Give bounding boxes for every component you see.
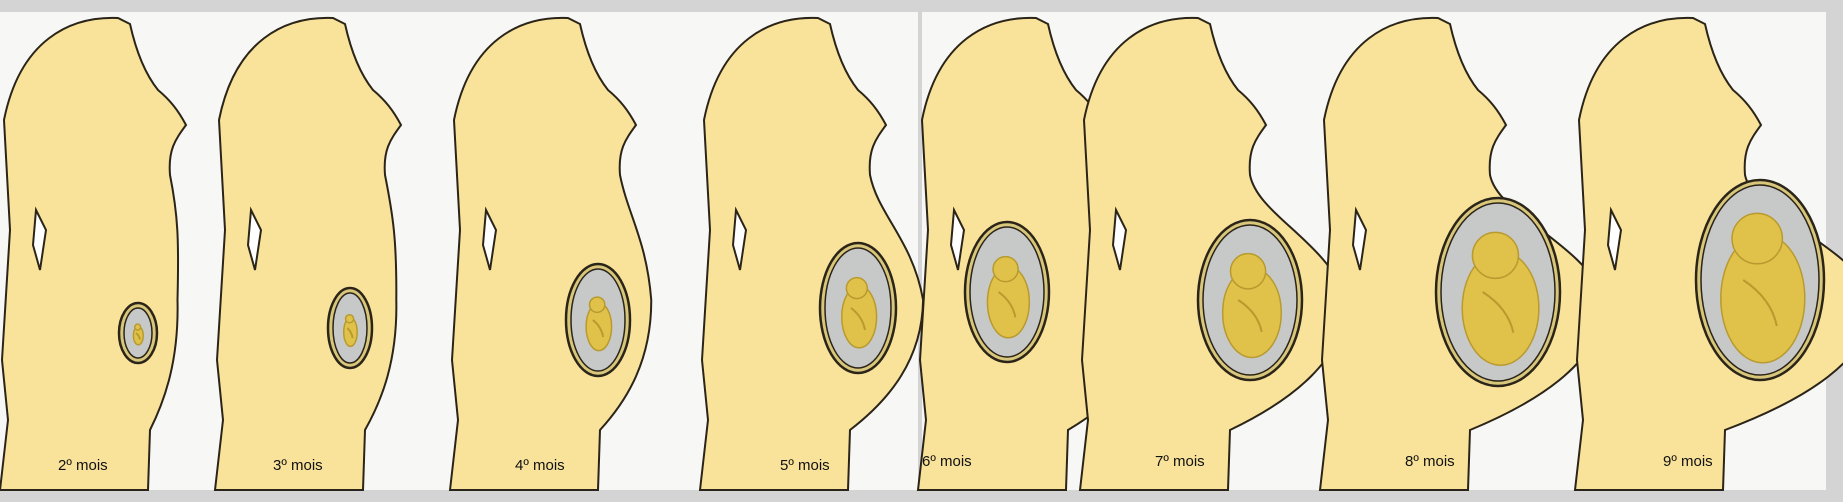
stage-8 <box>1318 16 1608 491</box>
arm-gap <box>1351 206 1368 271</box>
fetus-limb <box>1742 279 1778 327</box>
stage-5 <box>698 16 925 491</box>
month-label-7: 7º mois <box>1155 453 1205 470</box>
fetus-head <box>1229 252 1267 290</box>
fetus-head <box>1731 212 1784 265</box>
month-label-6: 6º mois <box>922 453 972 470</box>
arm-gap <box>731 206 748 271</box>
fetus-head <box>1471 231 1520 280</box>
stages-group <box>0 16 1843 491</box>
arm-gap <box>246 206 263 271</box>
fetus-limb <box>346 327 354 339</box>
fetus-limb <box>135 332 141 340</box>
stage-4 <box>448 16 653 491</box>
arm-gap <box>481 206 498 271</box>
fetus-limb <box>998 291 1017 318</box>
fetus-head <box>992 255 1019 283</box>
arm-gap <box>949 206 966 271</box>
fetus-head <box>588 296 606 314</box>
month-labels: 2º mois 3º mois 4º mois 5º mois 6º mois … <box>58 453 1713 474</box>
body-silhouette <box>0 16 188 491</box>
month-label-2: 2º mois <box>58 457 108 474</box>
month-label-3: 3º mois <box>273 457 323 474</box>
fetus-head <box>344 314 355 324</box>
month-label-8: 8º mois <box>1405 453 1455 470</box>
fetus-limb <box>850 307 866 331</box>
month-label-9: 9º mois <box>1663 453 1713 470</box>
arm-gap <box>31 206 48 271</box>
arm-gap <box>1111 206 1128 271</box>
month-label-4: 4º mois <box>515 457 565 474</box>
fetus-limb <box>1482 291 1515 333</box>
arm-gap <box>1606 206 1623 271</box>
stage-3 <box>213 16 403 491</box>
fetus-limb <box>1237 299 1263 333</box>
stage-2 <box>0 16 188 491</box>
stage-7 <box>1078 16 1349 491</box>
fetus-limb <box>592 319 605 338</box>
body-silhouette <box>213 16 403 491</box>
stage-9 <box>1573 16 1843 491</box>
fetus-head <box>133 323 142 331</box>
fetus-head <box>845 276 869 300</box>
month-label-5: 5º mois <box>780 457 830 474</box>
